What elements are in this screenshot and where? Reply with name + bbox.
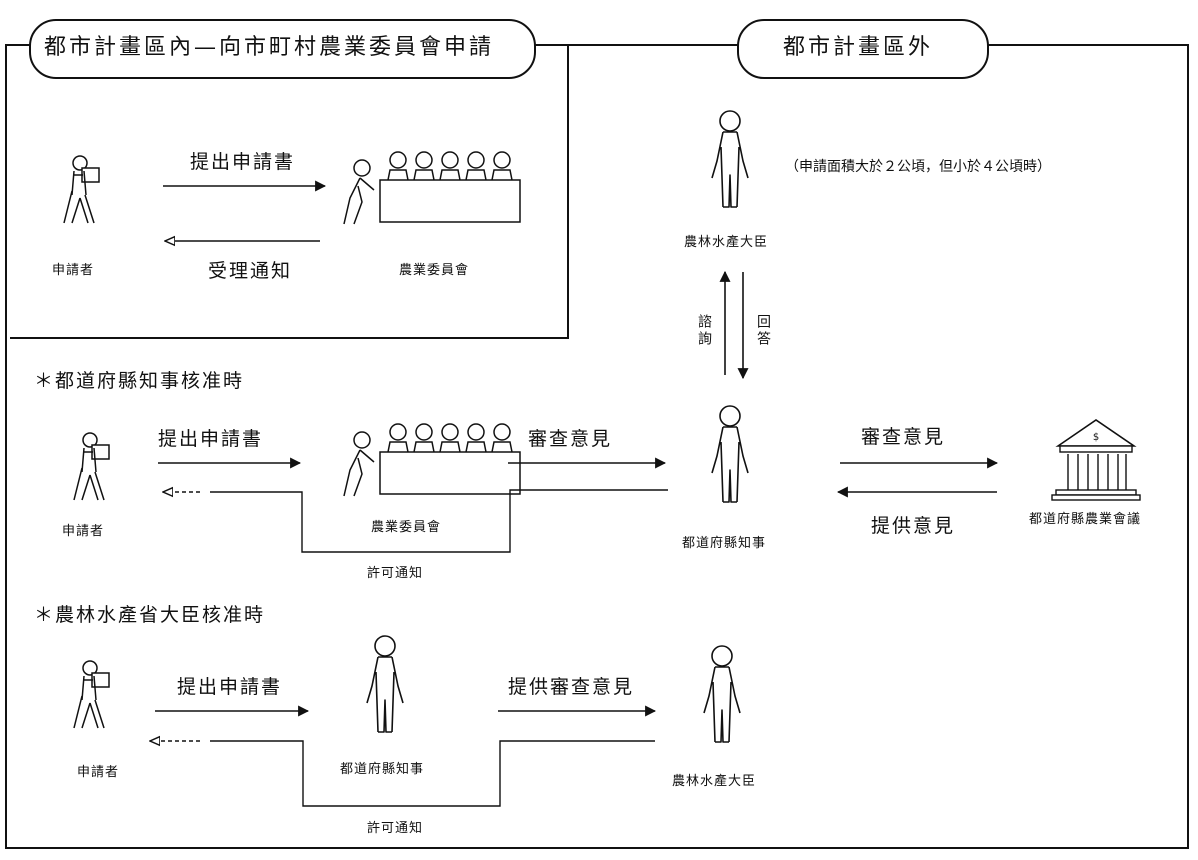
label-applicant-2: 申請者 [62,524,105,539]
label-applicant-3: 申請者 [77,765,120,780]
permit-route [210,489,668,553]
header-outside-pill [737,19,989,79]
applicant-3-icon [73,660,110,729]
label-submit: 提出申請書 [190,151,296,173]
minister-note: （申請面積大於２公頃，但小於４公頃時） [785,159,1051,175]
permit-route-2 [210,740,655,807]
label-receipt: 受理通知 [208,260,293,282]
header-inside-pill [29,19,536,79]
label-committee: 農業委員會 [399,263,470,278]
inside-box [10,44,569,339]
applicant-2-icon [73,432,110,501]
label-minister-top: 農林水產大臣 [684,235,769,250]
section-minister-title: ＊農林水產省大臣核准時 [34,604,266,626]
header-outside: 都市計畫區外 [783,35,934,60]
label-minister-bottom: 農林水產大臣 [672,774,757,789]
label-submit-2: 提出申請書 [158,428,264,450]
label-answer: 回答 [755,314,771,348]
label-applicant: 申請者 [52,263,95,278]
committee-icon [343,151,521,225]
label-governor: 都道府縣知事 [682,536,767,551]
label-submit-3: 提出申請書 [177,676,283,698]
label-provide: 提供意見 [871,515,956,537]
label-permit: 許可通知 [367,566,424,581]
label-provide-review: 提供審查意見 [508,676,635,698]
label-review: 審查意見 [528,428,613,450]
committee-2-icon [343,423,521,497]
minister-top-icon [711,110,749,208]
header-inside: 都市計畫區內—向市町村農業委員會申請 [44,35,495,60]
outer-frame [5,44,1189,849]
label-governor-2: 都道府縣知事 [340,762,425,777]
council-icon [1051,419,1141,501]
label-review-2: 審查意見 [861,426,946,448]
governor-icon [711,405,749,503]
minister-bottom-icon [703,645,741,743]
label-consult: 諮詢 [696,314,712,348]
applicant-icon [63,155,100,224]
label-committee-2: 農業委員會 [371,520,442,535]
label-permit-2: 許可通知 [367,821,424,836]
section-governor-title: ＊都道府縣知事核准時 [34,370,245,392]
label-council: 都道府縣農業會議 [1029,512,1142,527]
governor-2-icon [366,635,404,733]
